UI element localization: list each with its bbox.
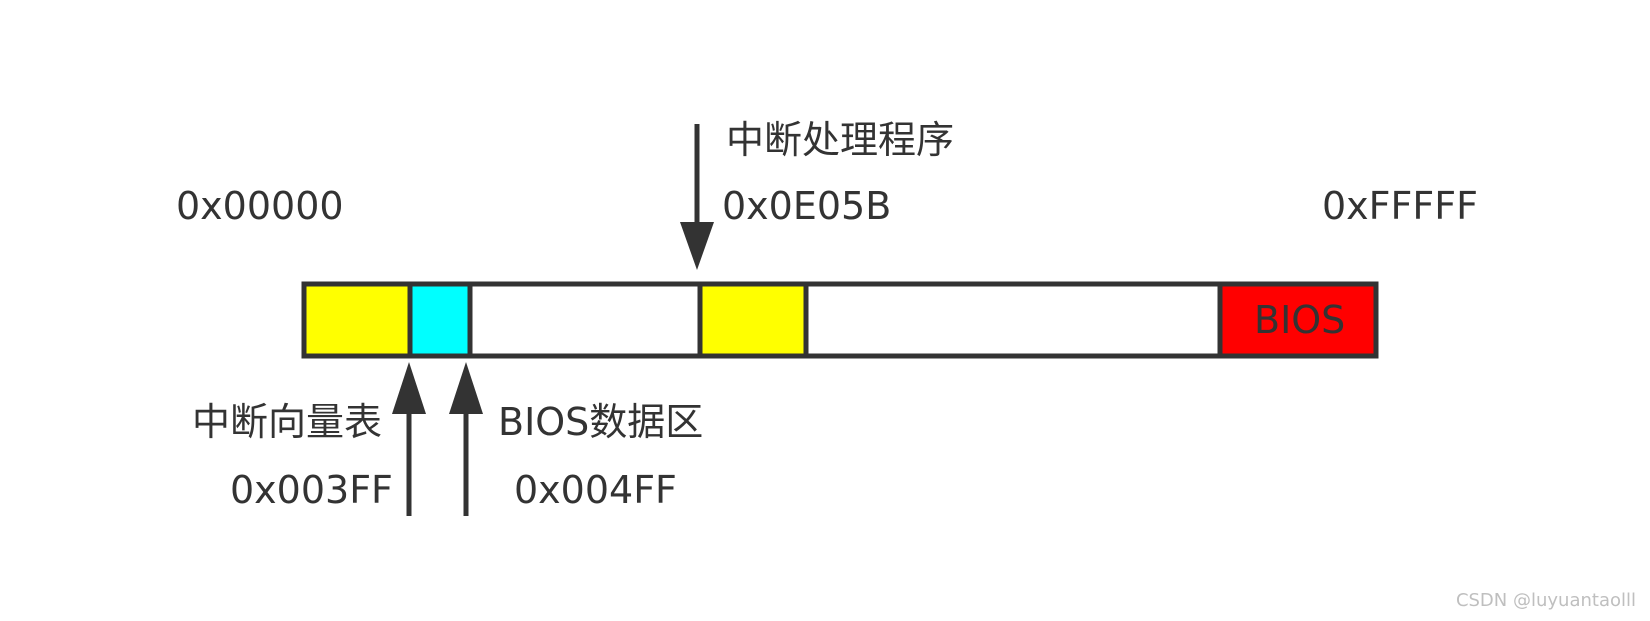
handler-address-label: 0x0E05B — [722, 184, 892, 228]
handler-segment — [697, 281, 809, 359]
watermark: CSDN @luyuantaolll — [1455, 590, 1636, 611]
start-address-label: 0x00000 — [176, 184, 344, 228]
bda-segment — [407, 281, 473, 359]
handler-arrow — [680, 124, 714, 270]
bios-segment — [1217, 281, 1379, 359]
ivt-end-address-label: 0x003FF — [230, 468, 393, 512]
handler-title-label: 中断处理程序 — [726, 118, 955, 162]
bios-block-label: BIOS — [1254, 298, 1346, 342]
end-address-label: 0xFFFFF — [1322, 184, 1478, 228]
ivt-arrow — [392, 362, 426, 516]
bda-arrow — [449, 362, 483, 516]
ivt-segment — [301, 281, 413, 359]
ivt-title-label: 中断向量表 — [192, 400, 383, 444]
bda-title-label: BIOS数据区 — [498, 400, 704, 444]
bda-end-address-label: 0x004FF — [514, 468, 677, 512]
